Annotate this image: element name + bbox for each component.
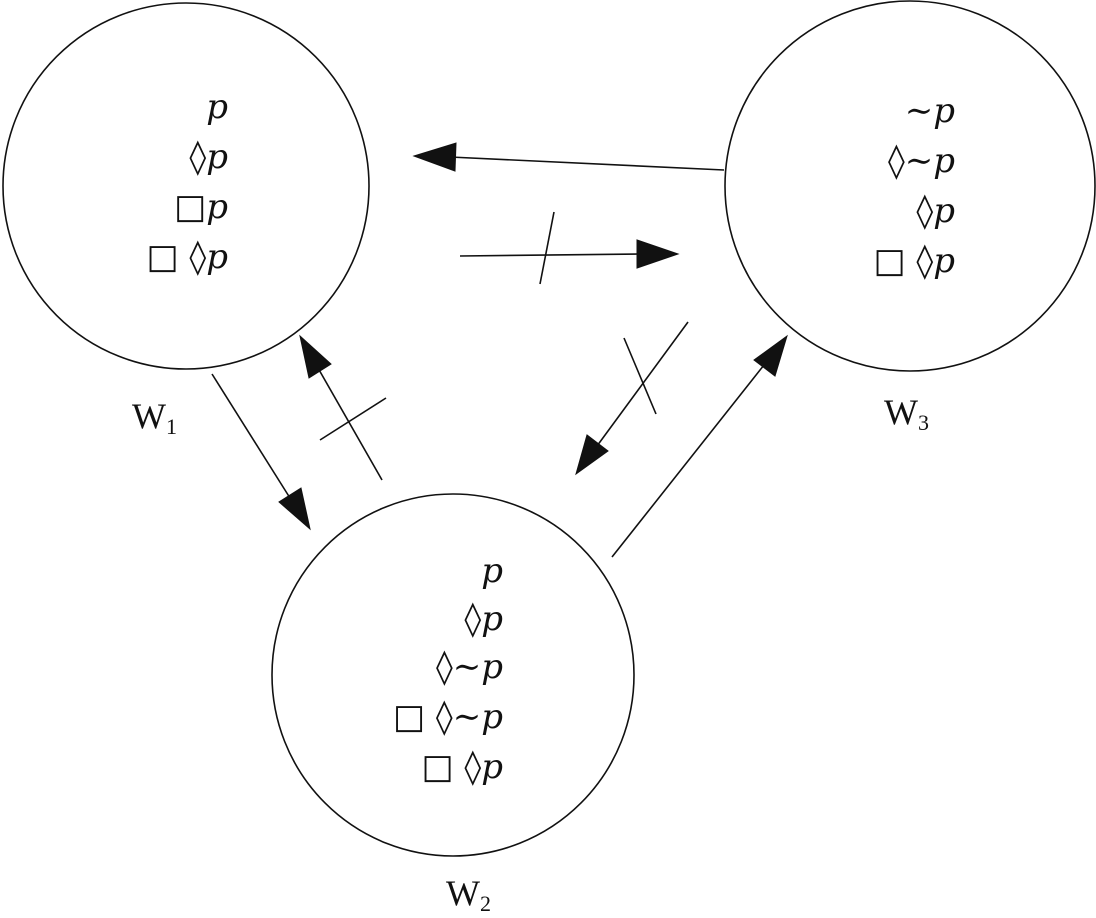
world-w3-label: W3 [884, 392, 929, 435]
world-w2-circle [271, 493, 635, 857]
relation-w3-to-w2-arrowhead [575, 434, 609, 476]
relation-w3-to-w1 [412, 142, 725, 172]
w2-formula-5: □ ◊p [422, 747, 504, 787]
w3-formula-2: ◊∼p [888, 141, 955, 181]
relation-w1-to-w2-arrowhead [278, 487, 311, 531]
relation-w3-to-w2-line [596, 321, 689, 447]
relation-w2-to-w1-strike [319, 397, 387, 441]
world-w2-label: W2 [446, 873, 491, 916]
relation-w1-to-w3 [459, 211, 680, 285]
w1-formula-3: □p [174, 187, 228, 227]
w2-formula-3: ◊∼p [436, 647, 503, 687]
w3-formula-4: □ ◊p [874, 241, 956, 281]
w2-formula-2: ◊p [464, 599, 503, 639]
relation-w2-to-w3-arrowhead [753, 334, 788, 377]
relation-w1-to-w3-line [459, 253, 641, 257]
world-w2: p ◊p ◊∼p □ ◊∼p □ ◊p W2 [271, 493, 635, 916]
world-w3: ∼p ◊∼p ◊p □ ◊p W3 [724, 0, 1096, 435]
relation-w1-to-w2 [211, 373, 311, 531]
w3-formula-1: ∼p [905, 91, 955, 131]
w3-formula-3: ◊p [916, 191, 955, 231]
relation-w2-to-w1-line [317, 367, 383, 481]
relation-w3-to-w2 [575, 321, 689, 476]
w1-formula-4: □ ◊p [147, 237, 229, 277]
relation-w3-to-w1-arrowhead [412, 142, 457, 172]
world-w1-label: W1 [132, 396, 177, 439]
relation-w2-to-w3 [611, 334, 788, 558]
relation-w1-to-w3-arrowhead [636, 239, 680, 269]
relation-w1-to-w3-strike [539, 211, 555, 285]
relation-w2-to-w1-arrowhead [299, 334, 332, 379]
w2-formula-4: □ ◊∼p [393, 697, 503, 737]
world-w1: p ◊p □p □ ◊p W1 [2, 2, 370, 439]
relation-w3-to-w1-line [449, 156, 725, 171]
relation-w1-to-w2-line [211, 373, 291, 499]
world-w3-circle [724, 0, 1096, 372]
w1-formula-2: ◊p [189, 137, 228, 177]
w2-formula-1: p [481, 551, 503, 591]
relation-w3-to-w2-strike [623, 337, 657, 415]
relation-w2-to-w1 [299, 334, 387, 481]
world-w1-circle [2, 2, 370, 370]
w1-formula-1: p [206, 87, 228, 127]
relation-w2-to-w3-line [611, 364, 765, 558]
